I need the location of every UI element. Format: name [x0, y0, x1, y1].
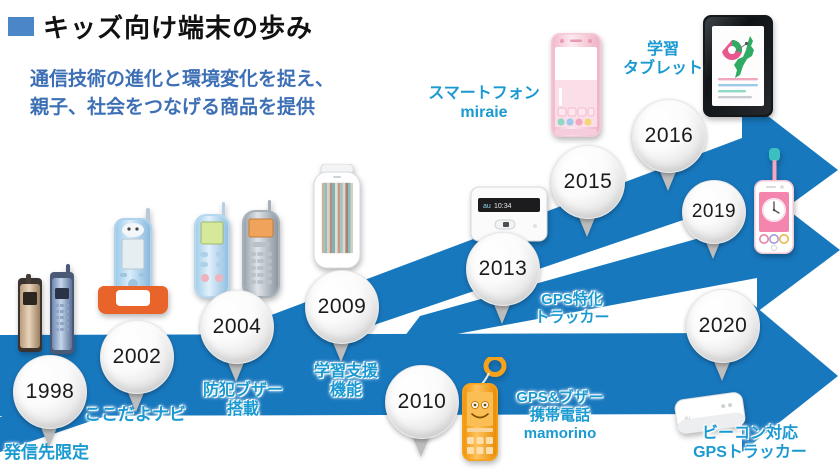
subtitle-line-2: 親子、社会をつなげる商品を提供 [30, 96, 316, 118]
pin-year: 2010 [397, 390, 447, 413]
pin-ball: 2013 [466, 232, 540, 306]
caption-2020-beacon: ビーコン対応 GPSトラッカー [693, 425, 807, 462]
device-1998-phones [18, 264, 74, 354]
device-2019-kids-phone [754, 148, 794, 254]
device-2009-flip-phone [313, 164, 361, 269]
device-2015-smartphone-miraie [551, 33, 601, 137]
pin-ball: 2016 [632, 99, 706, 173]
milestone-pin-2015[interactable]: 2015 [551, 145, 625, 237]
milestone-pin-2004[interactable]: 2004 [200, 290, 274, 382]
device-2016-tablet [703, 15, 773, 117]
milestone-pin-1998[interactable]: 1998 [13, 355, 87, 447]
pin-year: 1998 [25, 380, 75, 403]
pin-ball: 2015 [551, 145, 625, 219]
caption-2004: 防犯ブザー 搭載 [202, 382, 283, 419]
pin-year: 2002 [112, 345, 162, 368]
pin-ball: 2010 [385, 365, 459, 439]
svg-text:au: au [684, 415, 691, 422]
pin-year: 2015 [563, 170, 613, 193]
device-2013-gps-tracker: au 10:34 [470, 186, 548, 242]
caption-2009: 学習支援 機能 [313, 363, 378, 400]
pin-year: 2019 [691, 201, 737, 222]
pin-ball: 1998 [13, 355, 87, 429]
pin-ball: 2019 [682, 180, 746, 244]
pin-year: 2004 [212, 315, 262, 338]
caption-2002: ここだよナビ [84, 405, 186, 424]
pin-year: 2009 [317, 295, 367, 318]
milestone-pin-2019[interactable]: 2019 [682, 180, 746, 260]
milestone-pin-2002[interactable]: 2002 [100, 320, 174, 412]
milestone-pin-2009[interactable]: 2009 [305, 270, 379, 362]
page-subtitle: 通信技術の進化と環境変化を捉え、 親子、社会をつなげる商品を提供 [30, 66, 334, 121]
milestone-pin-2020[interactable]: 2020 [686, 289, 760, 381]
device-2020-beacon-tracker: au [674, 392, 746, 434]
pin-year: 2016 [644, 124, 694, 147]
svg-text:au: au [483, 203, 491, 210]
caption-2010-mamorino: GPS&ブザー 携帯電話 mamorino [516, 389, 604, 442]
device-2004-phones [194, 200, 280, 298]
caption-1998: 発信先限定 [4, 443, 89, 462]
title-accent-bar [8, 17, 34, 36]
caption-2013-tracker: GPS特化 トラッカー [534, 291, 610, 326]
milestone-pin-2016[interactable]: 2016 [632, 99, 706, 191]
pin-ball: 2004 [200, 290, 274, 364]
caption-2016-tablet: 学習 タブレット [622, 41, 703, 78]
pin-ball: 2009 [305, 270, 379, 344]
subtitle-line-1: 通信技術の進化と環境変化を捉え、 [30, 69, 335, 90]
milestone-pin-2013[interactable]: 2013 [466, 232, 540, 324]
device-2010-mamorino [462, 357, 507, 461]
milestone-pin-2010[interactable]: 2010 [385, 365, 459, 457]
caption-2015-miraie: スマートフォン miraie [428, 85, 540, 122]
svg-text:10:34: 10:34 [494, 203, 512, 210]
device-2002-phone-cradle [98, 208, 168, 314]
pin-year: 2020 [698, 314, 748, 337]
pin-ball: 2002 [100, 320, 174, 394]
pin-year: 2013 [478, 257, 528, 280]
pin-ball: 2020 [686, 289, 760, 363]
page-title: キッズ向け端末の歩み [43, 13, 314, 43]
